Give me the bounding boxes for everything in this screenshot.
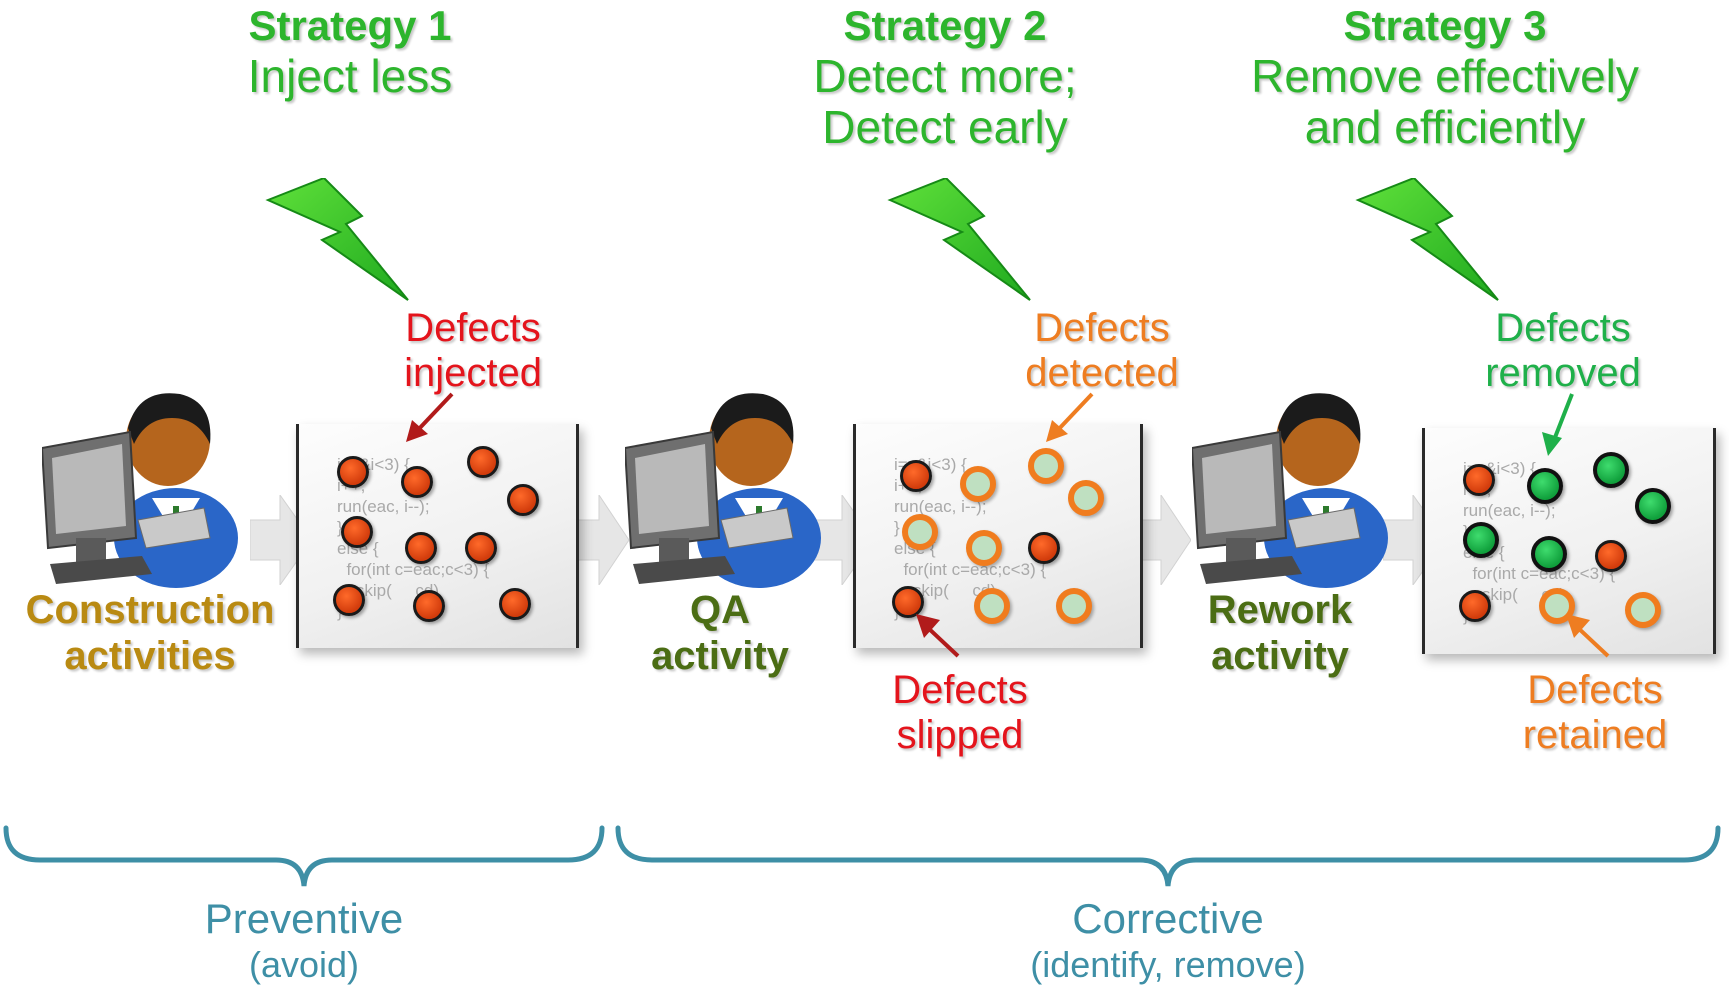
detected-pointer-arrow	[1046, 392, 1094, 442]
construction-activities-label-line-1: Construction	[25, 588, 275, 632]
defects-injected-label-line-2: injected	[404, 351, 542, 395]
open-defect-dot	[499, 588, 531, 620]
slipped-pointer-arrow	[916, 614, 960, 658]
corrective-category-subtitle: (identify, remove)	[1030, 944, 1306, 985]
qa-activity-label-line-1: QA	[690, 588, 750, 632]
strategy-1-subtitle: Inject less	[247, 50, 453, 102]
retained-pointer-arrow	[1566, 614, 1610, 658]
defects-slipped-label-line-2: slipped	[896, 713, 1024, 757]
strategy-1-title: Strategy 1	[248, 2, 452, 49]
detected-defect-ring	[902, 514, 938, 550]
detected-defect-ring	[1028, 448, 1064, 484]
open-defect-dot	[341, 516, 373, 548]
detected-defect-ring	[974, 588, 1010, 624]
flow-arrow-icon	[575, 495, 629, 585]
strategy-2-subtitle-line-2: Detect early	[822, 101, 1068, 153]
person-at-computer-icon	[625, 393, 821, 588]
preventive-category-subtitle: (avoid)	[248, 944, 360, 985]
open-defect-dot	[333, 584, 365, 616]
detected-defect-ring	[1068, 480, 1104, 516]
open-defect-dot	[405, 532, 437, 564]
defects-injected-label-line-1: Defects	[405, 306, 541, 350]
qa-activity-label-line-2: activity	[651, 634, 789, 678]
flow-arrow-icon	[1135, 495, 1191, 585]
slipped-defect-dot	[900, 460, 932, 492]
slipped-defect-dot	[1028, 532, 1060, 564]
strategy-2-title: Strategy 2	[843, 2, 1047, 49]
defects-slipped-label-line-1: Defects	[892, 668, 1028, 712]
detected-defect-ring	[1056, 588, 1092, 624]
open-defect-dot	[401, 466, 433, 498]
strategy-3-title: Strategy 3	[1343, 2, 1547, 49]
corrective-brace	[615, 825, 1721, 887]
defects-detected-label-line-2: detected	[1025, 351, 1179, 395]
person-at-computer-icon	[1192, 393, 1388, 588]
strategy-3-subtitle-line-1: Remove effectively	[1251, 50, 1639, 102]
open-defect-dot	[467, 446, 499, 478]
defects-retained-label-line-2: retained	[1522, 713, 1668, 757]
open-defect-dot	[1459, 590, 1491, 622]
open-defect-dot	[337, 456, 369, 488]
removed-defect-dot	[1527, 468, 1563, 504]
removed-pointer-arrow	[1542, 393, 1574, 456]
slipped-defect-dot	[892, 586, 924, 618]
strategy-3-subtitle-line-2: and efficiently	[1304, 101, 1586, 153]
lightning-bolt-icon	[265, 178, 409, 301]
removed-defect-dot	[1531, 536, 1567, 572]
defects-retained-label-line-1: Defects	[1527, 668, 1663, 712]
open-defect-dot	[507, 484, 539, 516]
lightning-bolt-icon	[1355, 178, 1499, 301]
preventive-brace	[3, 825, 605, 887]
removed-defect-dot	[1463, 522, 1499, 558]
code-document-1: i=x&i<3) { i++; run(eac, i--); } else { …	[296, 424, 579, 648]
code-snippet: i=x&i<3) { i++; run(eac, i--); } else { …	[337, 455, 490, 621]
strategy-2-subtitle-line-1: Detect more;	[813, 50, 1077, 102]
lightning-bolt-icon	[887, 178, 1031, 301]
person-at-computer-icon	[42, 393, 238, 588]
corrective-category-title: Corrective	[1072, 895, 1264, 942]
rework-activity-label-line-1: Rework	[1207, 588, 1353, 632]
preventive-category-title: Preventive	[204, 895, 404, 942]
removed-defect-dot	[1635, 488, 1671, 524]
open-defect-dot	[465, 532, 497, 564]
defects-detected-label-line-1: Defects	[1034, 306, 1170, 350]
removed-defect-dot	[1593, 452, 1629, 488]
detected-defect-ring	[966, 530, 1002, 566]
rework-activity-label-line-2: activity	[1211, 634, 1349, 678]
retained-defect-ring	[1625, 592, 1661, 628]
defects-removed-label-line-1: Defects	[1495, 306, 1631, 350]
code-document-2: i=x&i<3) { i++; run(eac, i--); } else { …	[853, 424, 1143, 648]
construction-activities-label-line-2: activities	[64, 634, 236, 678]
open-defect-dot	[413, 590, 445, 622]
open-defect-dot	[1463, 464, 1495, 496]
detected-defect-ring	[960, 466, 996, 502]
open-defect-dot	[1595, 540, 1627, 572]
defects-removed-label-line-2: removed	[1485, 351, 1641, 395]
injected-pointer-arrow	[406, 392, 454, 442]
